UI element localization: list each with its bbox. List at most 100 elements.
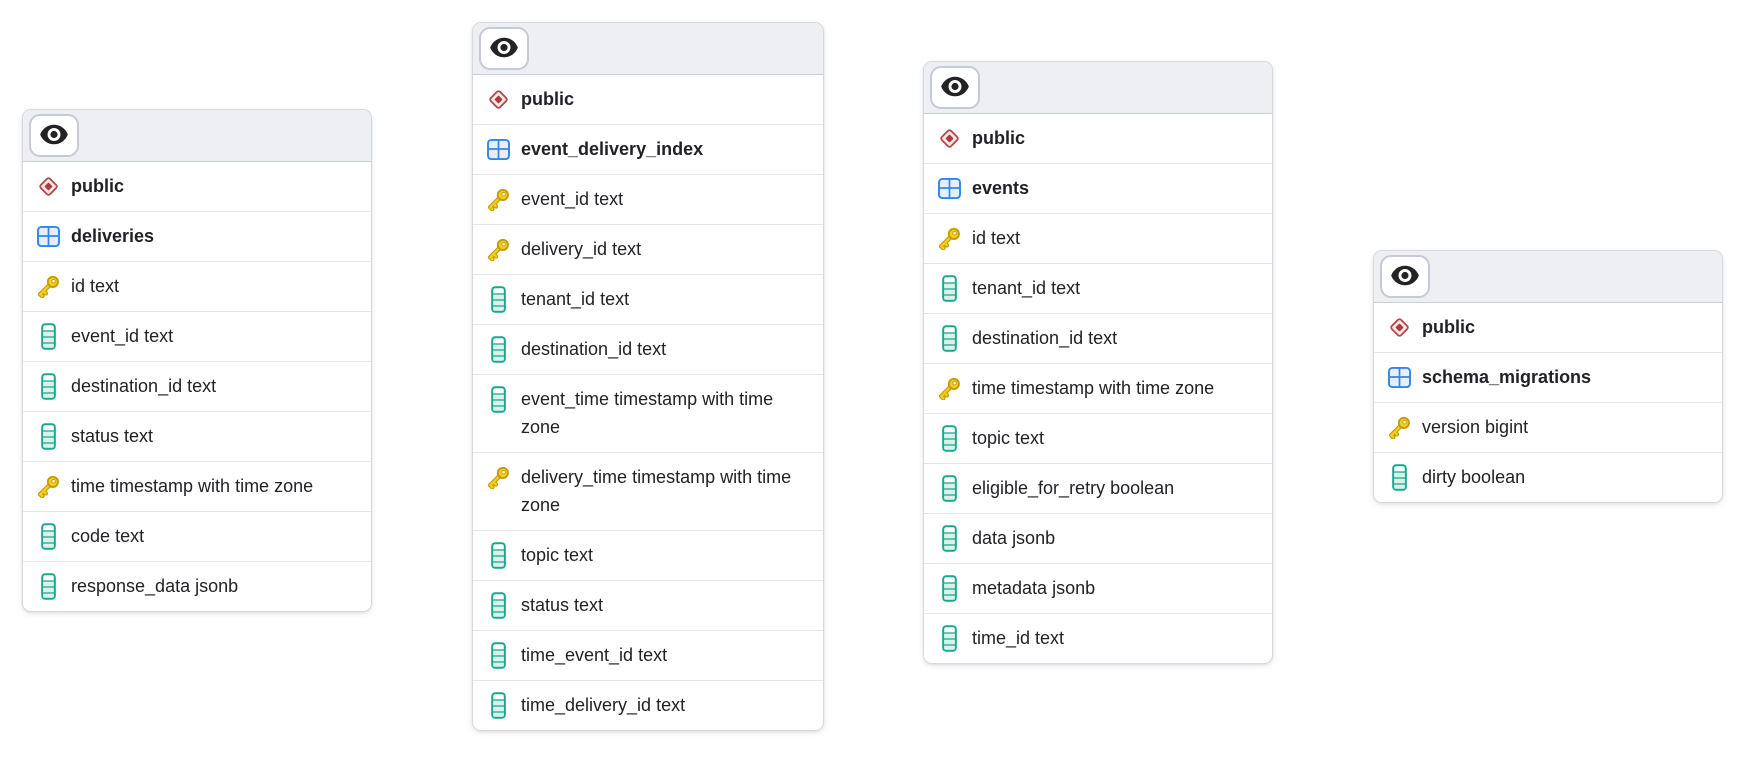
key-icon xyxy=(934,224,964,252)
table-card-events[interactable]: public events id text tenant_id text des… xyxy=(923,61,1273,664)
column-type: text xyxy=(594,189,624,209)
column-label: event_id text xyxy=(71,322,351,350)
column-row: topic text xyxy=(473,530,823,580)
column-icon xyxy=(483,335,513,363)
visibility-toggle-button[interactable] xyxy=(479,27,529,70)
column-type: text xyxy=(115,526,145,546)
column-label: dirty boolean xyxy=(1422,463,1702,491)
key-icon xyxy=(33,272,63,300)
table-name: event_delivery_index xyxy=(521,139,704,159)
column-name: event_time xyxy=(521,389,610,409)
diamond-icon xyxy=(483,85,513,113)
column-icon xyxy=(934,424,964,452)
column-type: timestamp with time zone xyxy=(110,476,314,496)
table-card-schema_migrations[interactable]: public schema_migrations version bigint … xyxy=(1373,250,1723,503)
schema-name: public xyxy=(521,89,574,109)
column-label: delivery_id text xyxy=(521,235,803,263)
column-type: text xyxy=(564,545,594,565)
column-type: text xyxy=(656,695,686,715)
column-icon xyxy=(934,274,964,302)
column-label: id text xyxy=(71,272,351,300)
table-grid-icon xyxy=(1384,363,1414,391)
column-type: timestamp with time zone xyxy=(1011,378,1215,398)
key-icon xyxy=(1384,413,1414,441)
column-icon xyxy=(483,285,513,313)
table-grid-icon xyxy=(934,174,964,202)
table-card-event_delivery_index[interactable]: public event_delivery_index event_id tex… xyxy=(472,22,824,731)
column-row: tenant_id text xyxy=(924,263,1272,313)
column-row: response_data jsonb xyxy=(23,561,371,611)
column-name: time_delivery_id xyxy=(521,695,652,715)
key-icon xyxy=(33,472,63,500)
column-label: time_delivery_id text xyxy=(521,691,803,719)
schema-row: public xyxy=(1374,303,1722,352)
column-icon xyxy=(483,641,513,669)
column-label: event_id text xyxy=(521,185,803,213)
column-label: tenant_id text xyxy=(972,274,1252,302)
visibility-toggle-button[interactable] xyxy=(29,114,79,157)
key-icon xyxy=(934,374,964,402)
column-row: destination_id text xyxy=(23,361,371,411)
table-card-deliveries[interactable]: public deliveries id text event_id text … xyxy=(22,109,372,612)
column-row: tenant_id text xyxy=(473,274,823,324)
column-type: timestamp with time zone xyxy=(521,467,792,515)
column-icon xyxy=(934,574,964,602)
column-label: data jsonb xyxy=(972,524,1252,552)
column-label: event_time timestamp with time zone xyxy=(521,385,803,441)
column-name: id xyxy=(972,228,987,248)
card-header[interactable] xyxy=(23,110,371,162)
column-type: bigint xyxy=(1485,417,1529,437)
column-icon xyxy=(934,624,964,652)
diamond-icon xyxy=(33,172,63,200)
column-type: text xyxy=(1088,328,1118,348)
column-label: response_data jsonb xyxy=(71,572,351,600)
column-label: time_id text xyxy=(972,624,1252,652)
column-label: topic text xyxy=(521,541,803,569)
column-name: data xyxy=(972,528,1008,548)
column-type: text xyxy=(600,289,630,309)
column-icon xyxy=(483,385,513,413)
column-row: id text xyxy=(23,261,371,311)
column-name: dirty xyxy=(1422,467,1457,487)
visibility-toggle-button[interactable] xyxy=(1380,255,1430,298)
table-grid-icon xyxy=(33,222,63,250)
column-row: time timestamp with time zone xyxy=(924,363,1272,413)
column-row: delivery_time timestamp with time zone xyxy=(473,452,823,530)
column-icon xyxy=(33,572,63,600)
card-header[interactable] xyxy=(1374,251,1722,303)
column-name: time_event_id xyxy=(521,645,634,665)
column-row: destination_id text xyxy=(924,313,1272,363)
column-icon xyxy=(33,422,63,450)
key-icon xyxy=(483,185,513,213)
schema-name: public xyxy=(71,176,124,196)
card-header[interactable] xyxy=(924,62,1272,114)
column-type: text xyxy=(187,376,217,396)
column-row: time timestamp with time zone xyxy=(23,461,371,511)
column-type: timestamp with time zone xyxy=(521,389,774,437)
column-label: id text xyxy=(972,224,1252,252)
column-icon xyxy=(483,691,513,719)
table-name-row: schema_migrations xyxy=(1374,352,1722,402)
key-icon xyxy=(483,235,513,263)
column-name: time xyxy=(972,378,1007,398)
column-icon xyxy=(483,541,513,569)
column-label: time timestamp with time zone xyxy=(972,374,1252,402)
column-label: time timestamp with time zone xyxy=(71,472,351,500)
column-name: delivery_time xyxy=(521,467,628,487)
eye-icon xyxy=(1390,265,1420,289)
visibility-toggle-button[interactable] xyxy=(930,66,980,109)
column-type: text xyxy=(1051,278,1081,298)
column-label: destination_id text xyxy=(71,372,351,400)
schema-row: public xyxy=(924,114,1272,163)
column-row: delivery_id text xyxy=(473,224,823,274)
table-name-row: event_delivery_index xyxy=(473,124,823,174)
column-row: destination_id text xyxy=(473,324,823,374)
column-type: jsonb xyxy=(195,576,239,596)
column-row: code text xyxy=(23,511,371,561)
diamond-icon xyxy=(1384,313,1414,341)
card-header[interactable] xyxy=(473,23,823,75)
column-row: event_id text xyxy=(23,311,371,361)
table-grid-icon xyxy=(483,135,513,163)
table-name-row: events xyxy=(924,163,1272,213)
